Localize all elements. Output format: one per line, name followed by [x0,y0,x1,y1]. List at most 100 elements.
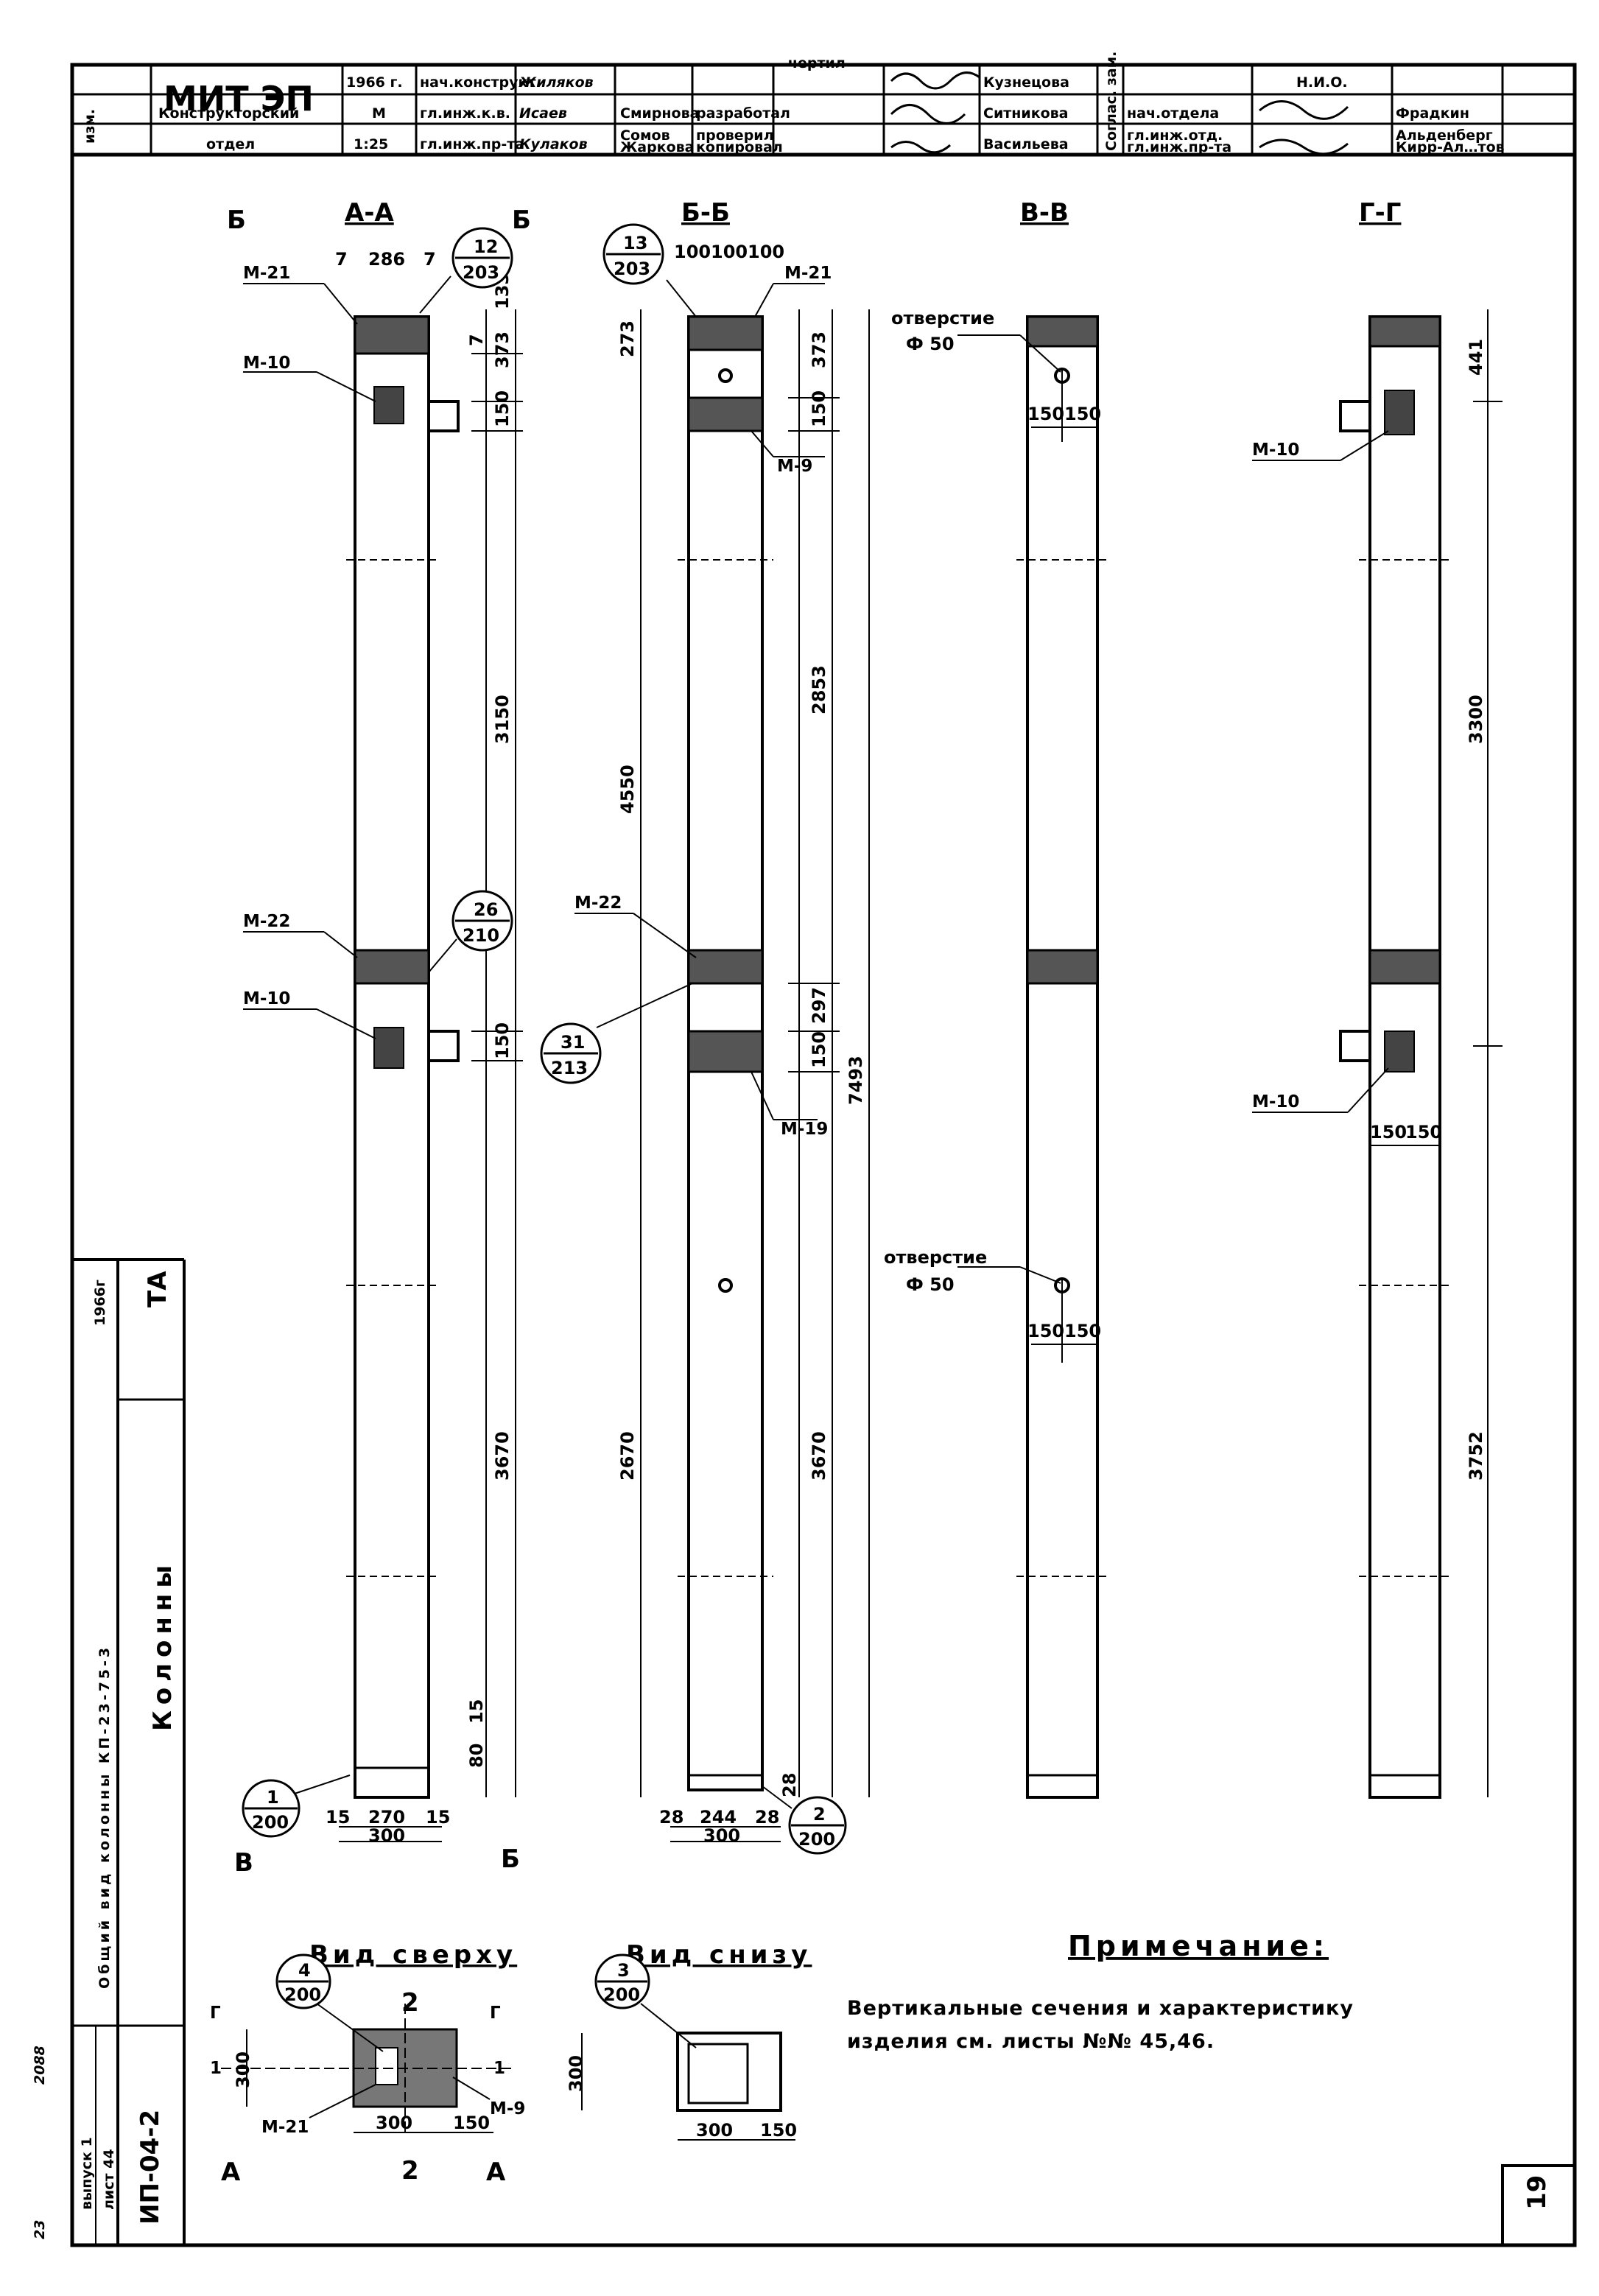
view-top-cutG-right: Г [490,2004,501,2023]
side-stamp [72,1258,186,2245]
dim-aa-bottom-left: 15 [326,1807,350,1828]
dim-bb-2853: 2853 [809,665,829,715]
section-vv-title: В-В [1020,198,1069,228]
dim-bb-3670: 3670 [809,1431,829,1481]
gg-150-right: 150 [1405,1122,1442,1142]
signature-mark [890,141,952,154]
dim-aa-top-mid: 286 [368,249,405,270]
tb-right3-name: Кирр-Ал…тов [1396,139,1505,155]
tb-row2-sign: Исаев [519,105,567,122]
note-line-2: изделия см. листы №№ 45,46. [847,2030,1215,2053]
dim-aa-150b: 150 [492,1022,513,1059]
view-bottom-leader [640,2003,697,2049]
dim-gg-3752: 3752 [1466,1431,1486,1481]
vv-phi-bottom: Ф 50 [906,1274,955,1295]
callout-4 [275,1953,331,2009]
dim-bb-top-1: 100 [674,242,711,262]
tb-dept2: отдел [206,136,255,152]
tb-org: МИТ ЭП [164,79,314,119]
callout-12-top: 12 [474,236,498,257]
dim-aa-7: 7 [466,334,487,346]
section-gg-title: Г-Г [1359,198,1401,228]
note-title: Примечание: [1068,1930,1329,1962]
side-year: 1966г [92,1279,108,1326]
tb-checked: чертил [788,55,846,71]
vv-150-bottom-right: 150 [1064,1321,1101,1341]
side-org: ТА [143,1271,172,1307]
side-series: ИП-04-2 [136,2110,165,2225]
tb-izm-label: изм. [82,109,98,144]
tb-mid2-person: Ситникова [983,105,1069,122]
dim-bb-top-2: 100 [711,242,748,262]
sheet-number: 19 [1522,2175,1552,2210]
dim-aa-80: 80 [466,1744,487,1768]
view-top-cutA-left: А [221,2158,241,2187]
view-bottom-title: Вид снизу [626,1940,812,1970]
tb-row3-sign: Кулаков [519,136,588,152]
tb-year: 1966 г. [346,74,403,91]
callout-2-top: 2 [813,1804,826,1825]
dim-bb-150: 150 [809,390,829,427]
tb-mid1-person: Кузнецова [983,74,1069,91]
tb-right3-role: гл.инж.пр-та [1127,139,1231,155]
view-top-leaders [309,2003,491,2118]
tb-scale: 1:25 [354,136,388,152]
vv-150-top-left: 150 [1027,404,1064,424]
tb-mid1-name: Смирнова [620,105,699,122]
mark-m10-gg: М-10 [1252,440,1299,460]
callout-2-bottom: 200 [798,1829,835,1850]
dim-gg-441: 441 [1466,339,1486,376]
vv-150-top-right: 150 [1064,404,1101,424]
mark-m10b-aa: М-10 [243,989,290,1008]
view-top-150: 150 [453,2113,490,2133]
dim-bb-300: 300 [703,1825,740,1846]
dim-aa-3150: 3150 [492,695,513,744]
section-bb-leaders [574,279,825,1809]
section-bb-column [678,315,773,1791]
tb-dept: Конструкторский [158,105,299,122]
mark-m19-bb: М-19 [781,1120,828,1139]
sheet-frame [70,63,1577,2247]
view-bottom-300-left: 300 [566,2055,586,2092]
view-top-cutA-right: А [486,2158,506,2187]
side-issue: выпуск 1 [79,2137,95,2210]
dim-bb-150b: 150 [809,1031,829,1068]
signature-mark [1259,100,1349,120]
dim-bb-297: 297 [809,987,829,1024]
section-vv-dim-lines [957,334,1097,1363]
tb-row3-role: гл.инж.пр-та [420,136,524,152]
dim-aa-bottom-right: 15 [426,1807,450,1828]
section-gg-column [1339,315,1451,1799]
mark-m22-aa: М-22 [243,912,290,931]
callout-3-bottom: 200 [603,1984,640,2005]
section-aa-dim-lines [339,309,523,1842]
dim-bb-373: 373 [809,331,829,368]
callout-13-top: 13 [623,233,647,253]
tb-right2-name: Альденберг [1396,127,1493,144]
mark-m21-aa: М-21 [243,264,290,283]
dim-aa-top-left: 7 [335,249,348,270]
tb-mid2-name: Сомов [620,127,670,144]
section-aa-column [346,315,460,1799]
signature-mark [1259,138,1349,155]
vv-hole-label-bottom: отверстие [884,1247,987,1268]
vv-150-bottom-left: 150 [1027,1321,1064,1341]
dim-bb-bottom-mid: 244 [700,1807,737,1828]
vv-hole-label-top: отверстие [891,308,994,329]
callout-3 [594,1953,650,2009]
side-small: 23 [32,2220,48,2239]
view-top-cut1-left: 1 [210,2059,222,2078]
section-aa-title: А-А [345,198,394,228]
dim-bb-top-3: 100 [748,242,784,262]
tb-right2-role: гл.инж.отд. [1127,127,1223,144]
mark-m9-bb: М-9 [777,457,812,476]
view-top-cutG-left: Г [210,2004,221,2023]
tb-row1-sign: Жиляков [518,74,594,91]
note-line-1: Вертикальные сечения и характеристику [847,1997,1354,2020]
view-top-300-bottom: 300 [376,2113,412,2133]
view-top-m21: М-21 [261,2118,309,2137]
section-bb-dim-lines [640,309,870,1842]
signature-mark [890,104,966,124]
view-top-cut1-right: 1 [493,2059,505,2078]
